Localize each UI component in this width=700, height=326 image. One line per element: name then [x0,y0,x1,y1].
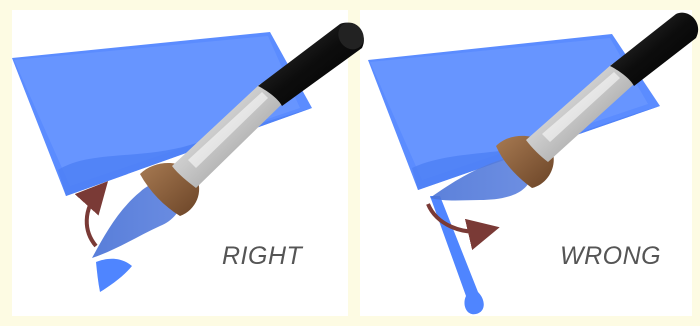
brush-handle-end-right [338,22,364,50]
paper-sheet-right-lighter [14,36,300,186]
right-technique-illustration [12,22,364,292]
brush-handle-wrong [610,12,699,87]
brush-ferrule-highlight-wrong [542,72,620,142]
motion-arrow-wrong [426,203,500,251]
bristles-right [92,181,182,258]
paper-sheet-wrong-lighter [370,38,648,180]
brush-handle-right [258,22,364,107]
bristles-wrong [430,158,531,201]
caption-right: RIGHT [222,242,303,270]
paint-drip-wrong [430,196,484,315]
wrong-technique-illustration [368,12,699,315]
brush-ferrule-highlight-right [188,92,268,168]
caption-wrong: WRONG [560,242,662,270]
motion-arrow-right [74,181,109,248]
paint-stroke-right [96,258,132,292]
